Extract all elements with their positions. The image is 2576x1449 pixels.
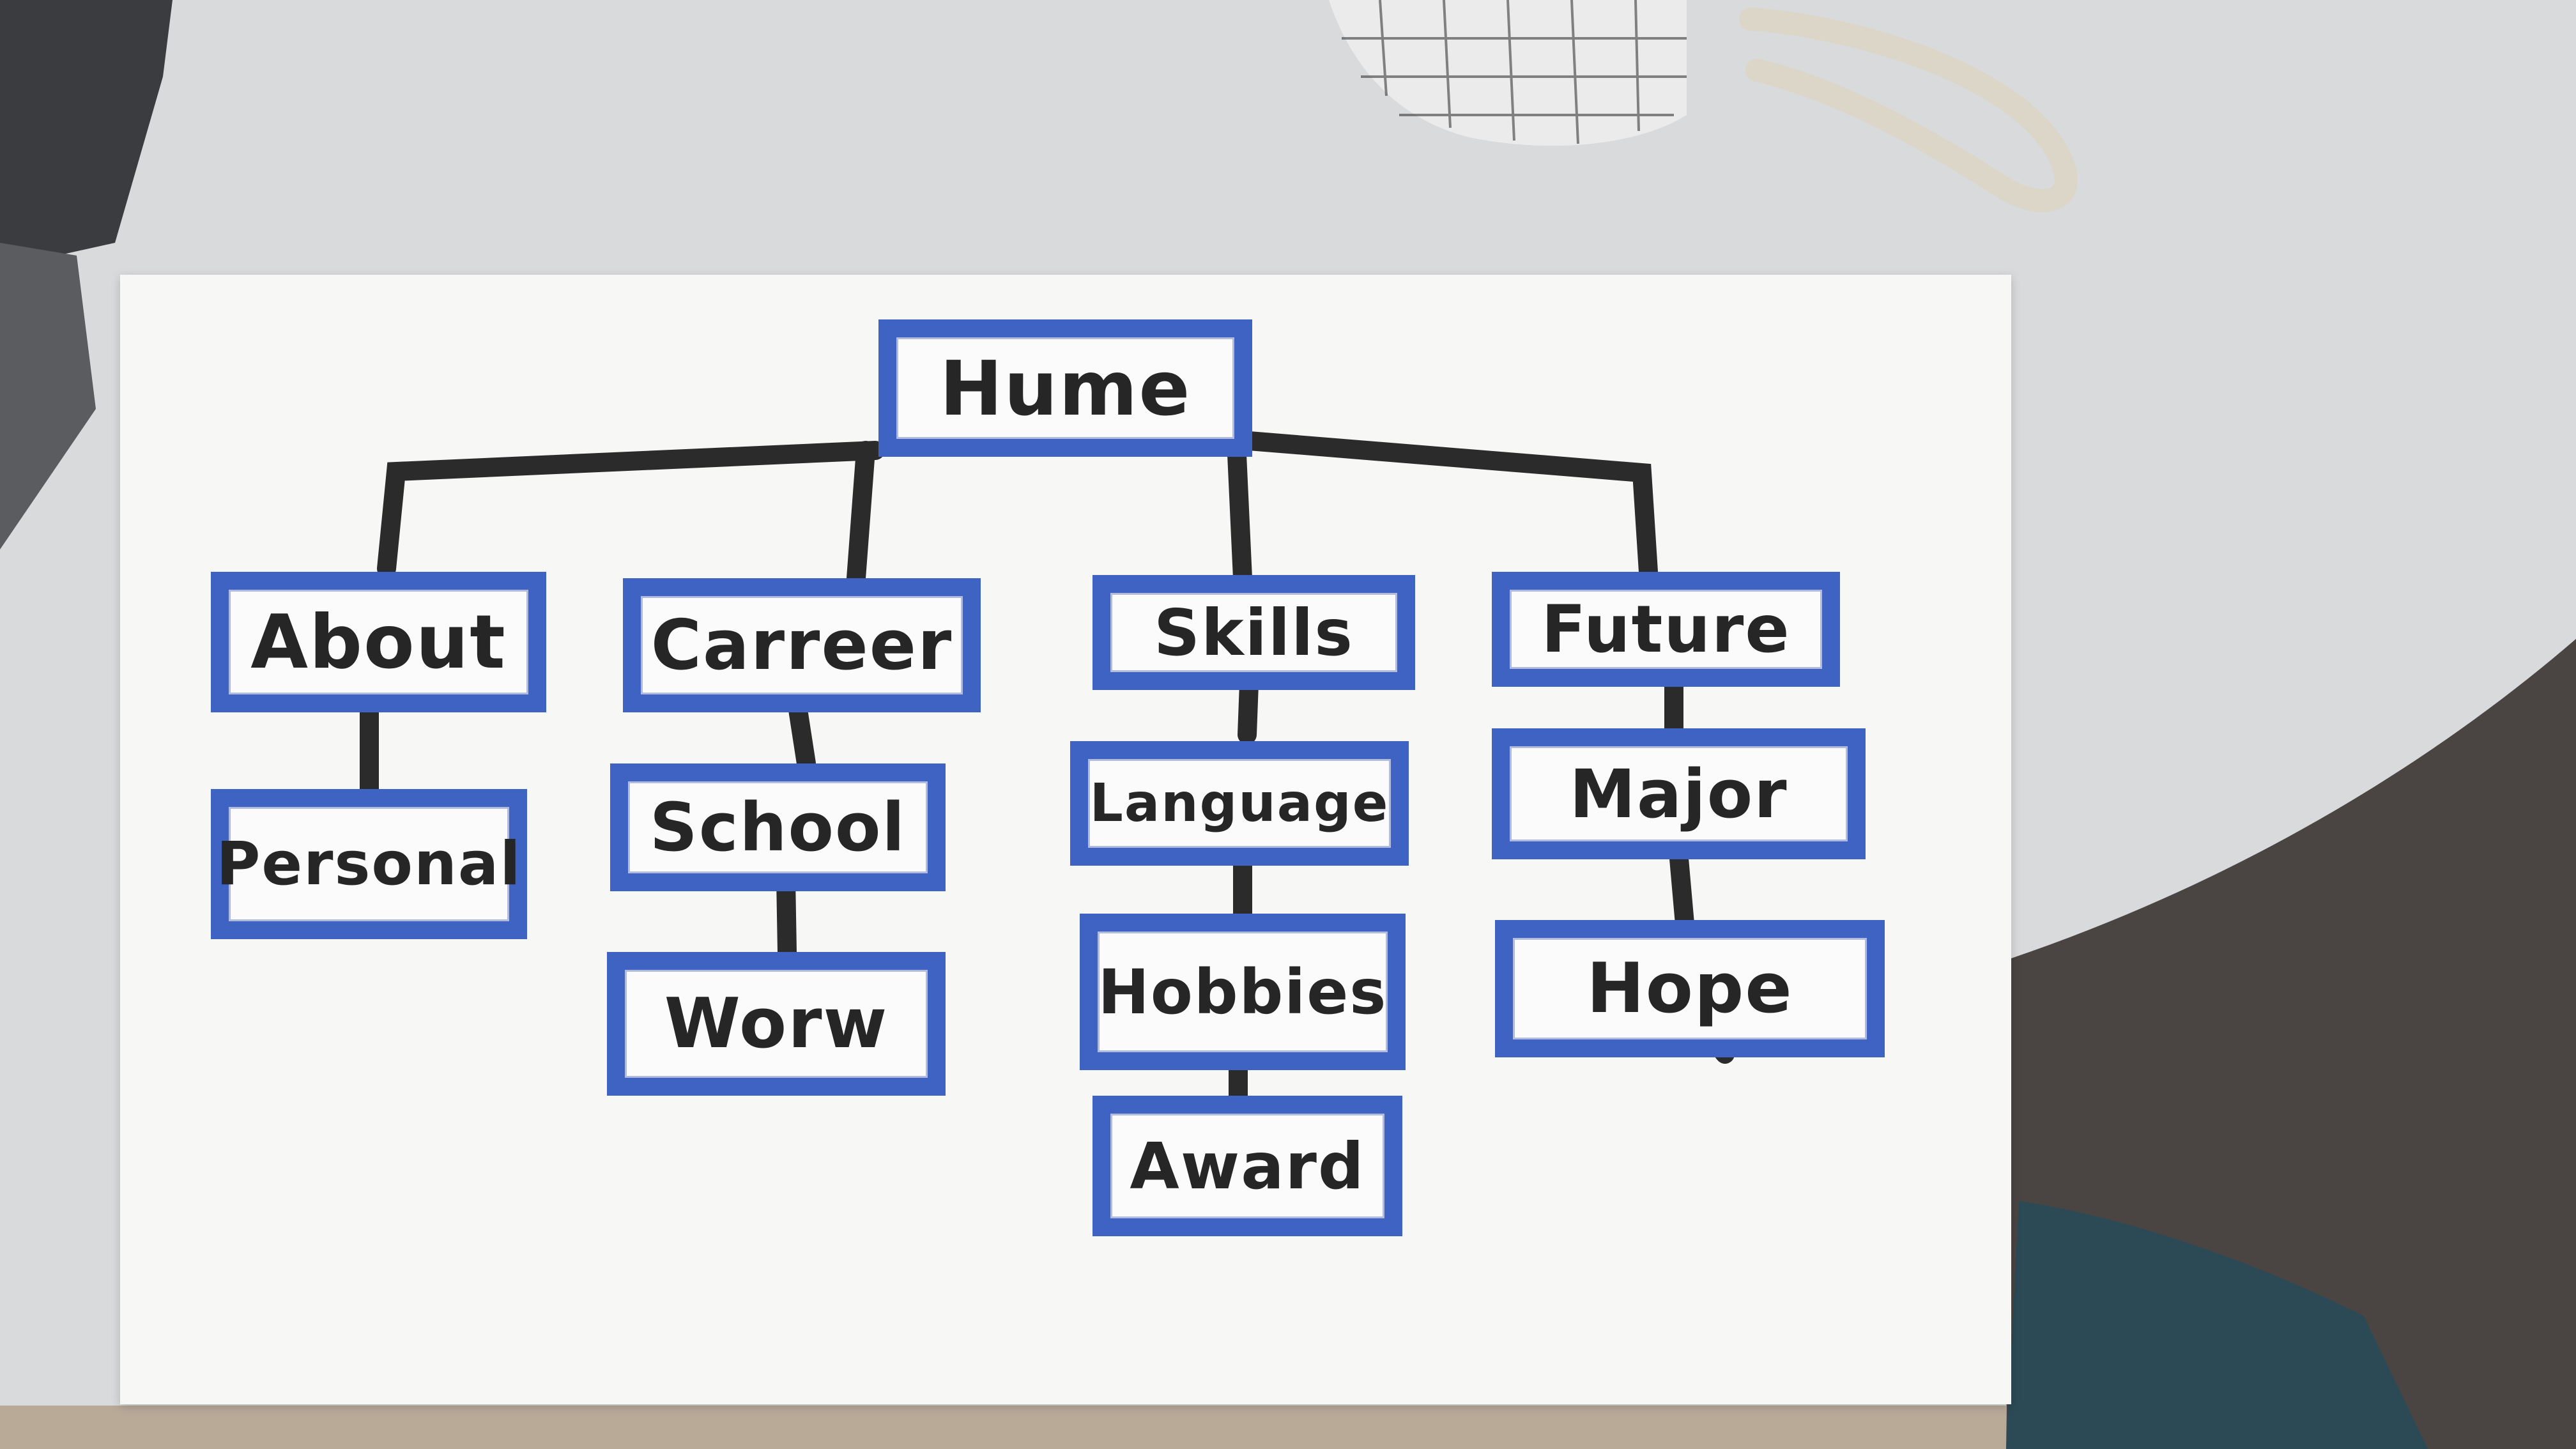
node-future-label: Future: [1541, 591, 1791, 668]
node-personal: Personal: [211, 789, 527, 939]
bag: [1329, 0, 1687, 146]
fabric-object: [0, 243, 96, 549]
node-worw: Worw: [607, 952, 946, 1096]
node-carreer: Carreer: [623, 578, 981, 712]
node-personal-label: Personal: [216, 829, 522, 899]
node-worw-label: Worw: [664, 984, 889, 1064]
node-hobbies: Hobbies: [1080, 914, 1406, 1070]
node-award: Award: [1092, 1096, 1402, 1236]
node-root-label: Hume: [939, 344, 1192, 433]
node-hobbies-label: Hobbies: [1098, 956, 1388, 1028]
node-major: Major: [1492, 728, 1866, 859]
node-carreer-label: Carreer: [650, 605, 953, 686]
bag-grid: [1342, 0, 1687, 144]
node-hope: Hope: [1495, 920, 1885, 1057]
node-about: About: [211, 572, 546, 712]
node-school: School: [610, 763, 946, 891]
node-skills-label: Skills: [1154, 595, 1354, 670]
node-hope-label: Hope: [1586, 949, 1793, 1029]
node-root: Hume: [878, 319, 1252, 457]
node-school-label: School: [649, 788, 907, 866]
node-future: Future: [1492, 572, 1840, 687]
node-award-label: Award: [1130, 1128, 1365, 1204]
dark-object: [0, 0, 172, 268]
clothing: [2006, 1201, 2428, 1449]
lap-area: [0, 1406, 2006, 1449]
bag-handle: [1739, 8, 2078, 212]
node-language-label: Language: [1089, 773, 1390, 834]
node-about-label: About: [250, 599, 507, 686]
node-skills: Skills: [1092, 575, 1415, 690]
node-language: Language: [1070, 741, 1409, 866]
node-major-label: Major: [1569, 755, 1788, 833]
